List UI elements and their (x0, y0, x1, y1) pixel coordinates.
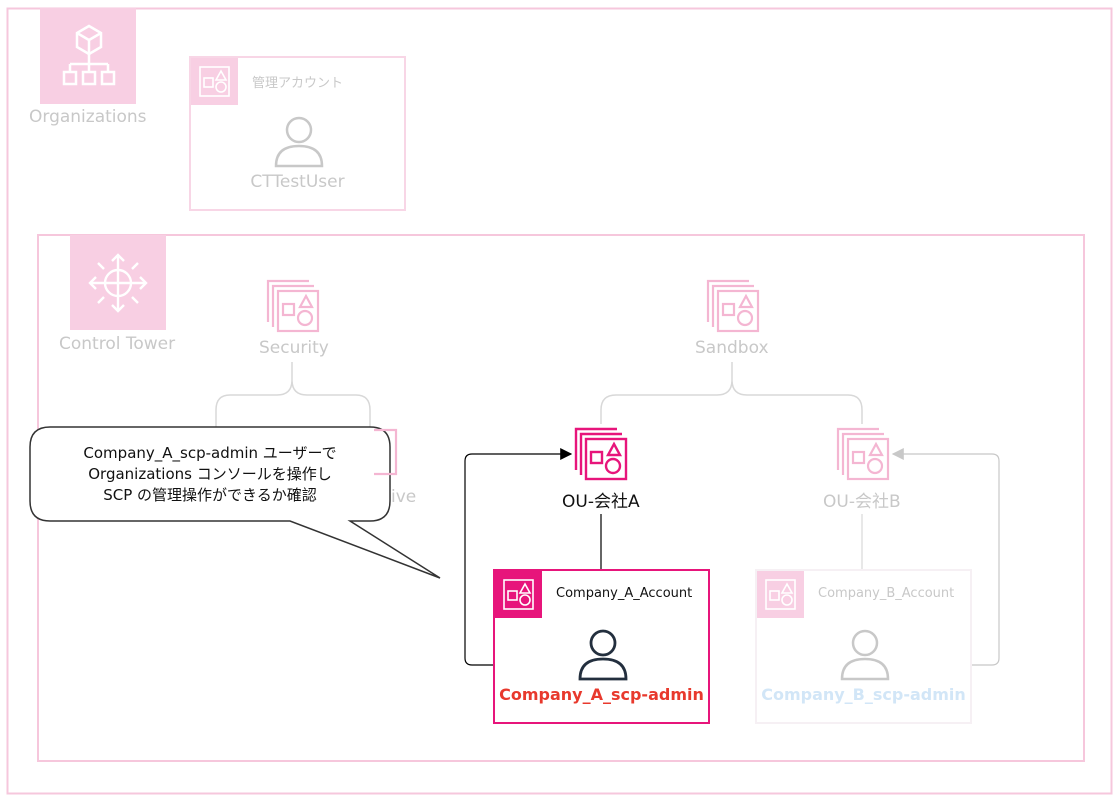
company-a-account-header: Company_A_Account (556, 586, 693, 601)
security-tree-connector (215, 362, 371, 428)
company-a-account-box: Company_A_Account Company_A_scp-admin (493, 569, 710, 724)
account-icon (191, 58, 238, 105)
company-a-user-label: Company_A_scp-admin (499, 685, 704, 704)
account-icon (495, 571, 542, 618)
company-b-user-label: Company_B_scp-admin (761, 685, 966, 704)
callout-text: Company_A_scp-admin ユーザーで Organizations … (32, 443, 388, 506)
callout-line-3: SCP の管理操作ができるか確認 (103, 486, 317, 504)
sandbox-ou-label: Sandbox (695, 338, 769, 358)
company-b-account-header: Company_B_Account (818, 586, 955, 601)
ou-company-a-label: OU-会社A (562, 492, 640, 512)
callout-bubble (29, 426, 441, 579)
user-icon (578, 629, 628, 681)
control-tower-label: Control Tower (59, 334, 176, 354)
ou-company-b-icon (836, 427, 890, 481)
callout-line-1: Company_A_scp-admin ユーザーで (83, 444, 337, 462)
sandbox-ou-icon (706, 279, 760, 333)
organizations-icon (40, 8, 136, 104)
security-ou-label: Security (259, 338, 329, 358)
user-icon (274, 116, 324, 168)
security-child-ou-icon (374, 428, 398, 476)
ou-company-a-icon (574, 427, 628, 481)
organizations-frame (6, 7, 1113, 795)
account-a-return-arrow (464, 448, 573, 666)
ou-company-b-label: OU-会社B (823, 492, 901, 512)
callout-line-2: Organizations コンソールを操作し (88, 465, 332, 483)
security-child-ou-label: ive (391, 487, 417, 507)
management-user-label: CTTestUser (250, 172, 345, 192)
security-ou-icon (266, 279, 320, 333)
user-icon (840, 629, 890, 681)
account-b-return-arrow (891, 448, 1000, 666)
company-b-account-box: Company_B_Account Company_B_scp-admin (755, 569, 972, 724)
organizations-label: Organizations (29, 107, 147, 127)
control-tower-icon (70, 235, 166, 330)
management-account-box: 管理アカウント CTTestUser (189, 56, 406, 211)
sandbox-tree-connector (600, 362, 863, 424)
account-icon (757, 571, 804, 618)
management-account-header: 管理アカウント (252, 76, 344, 91)
